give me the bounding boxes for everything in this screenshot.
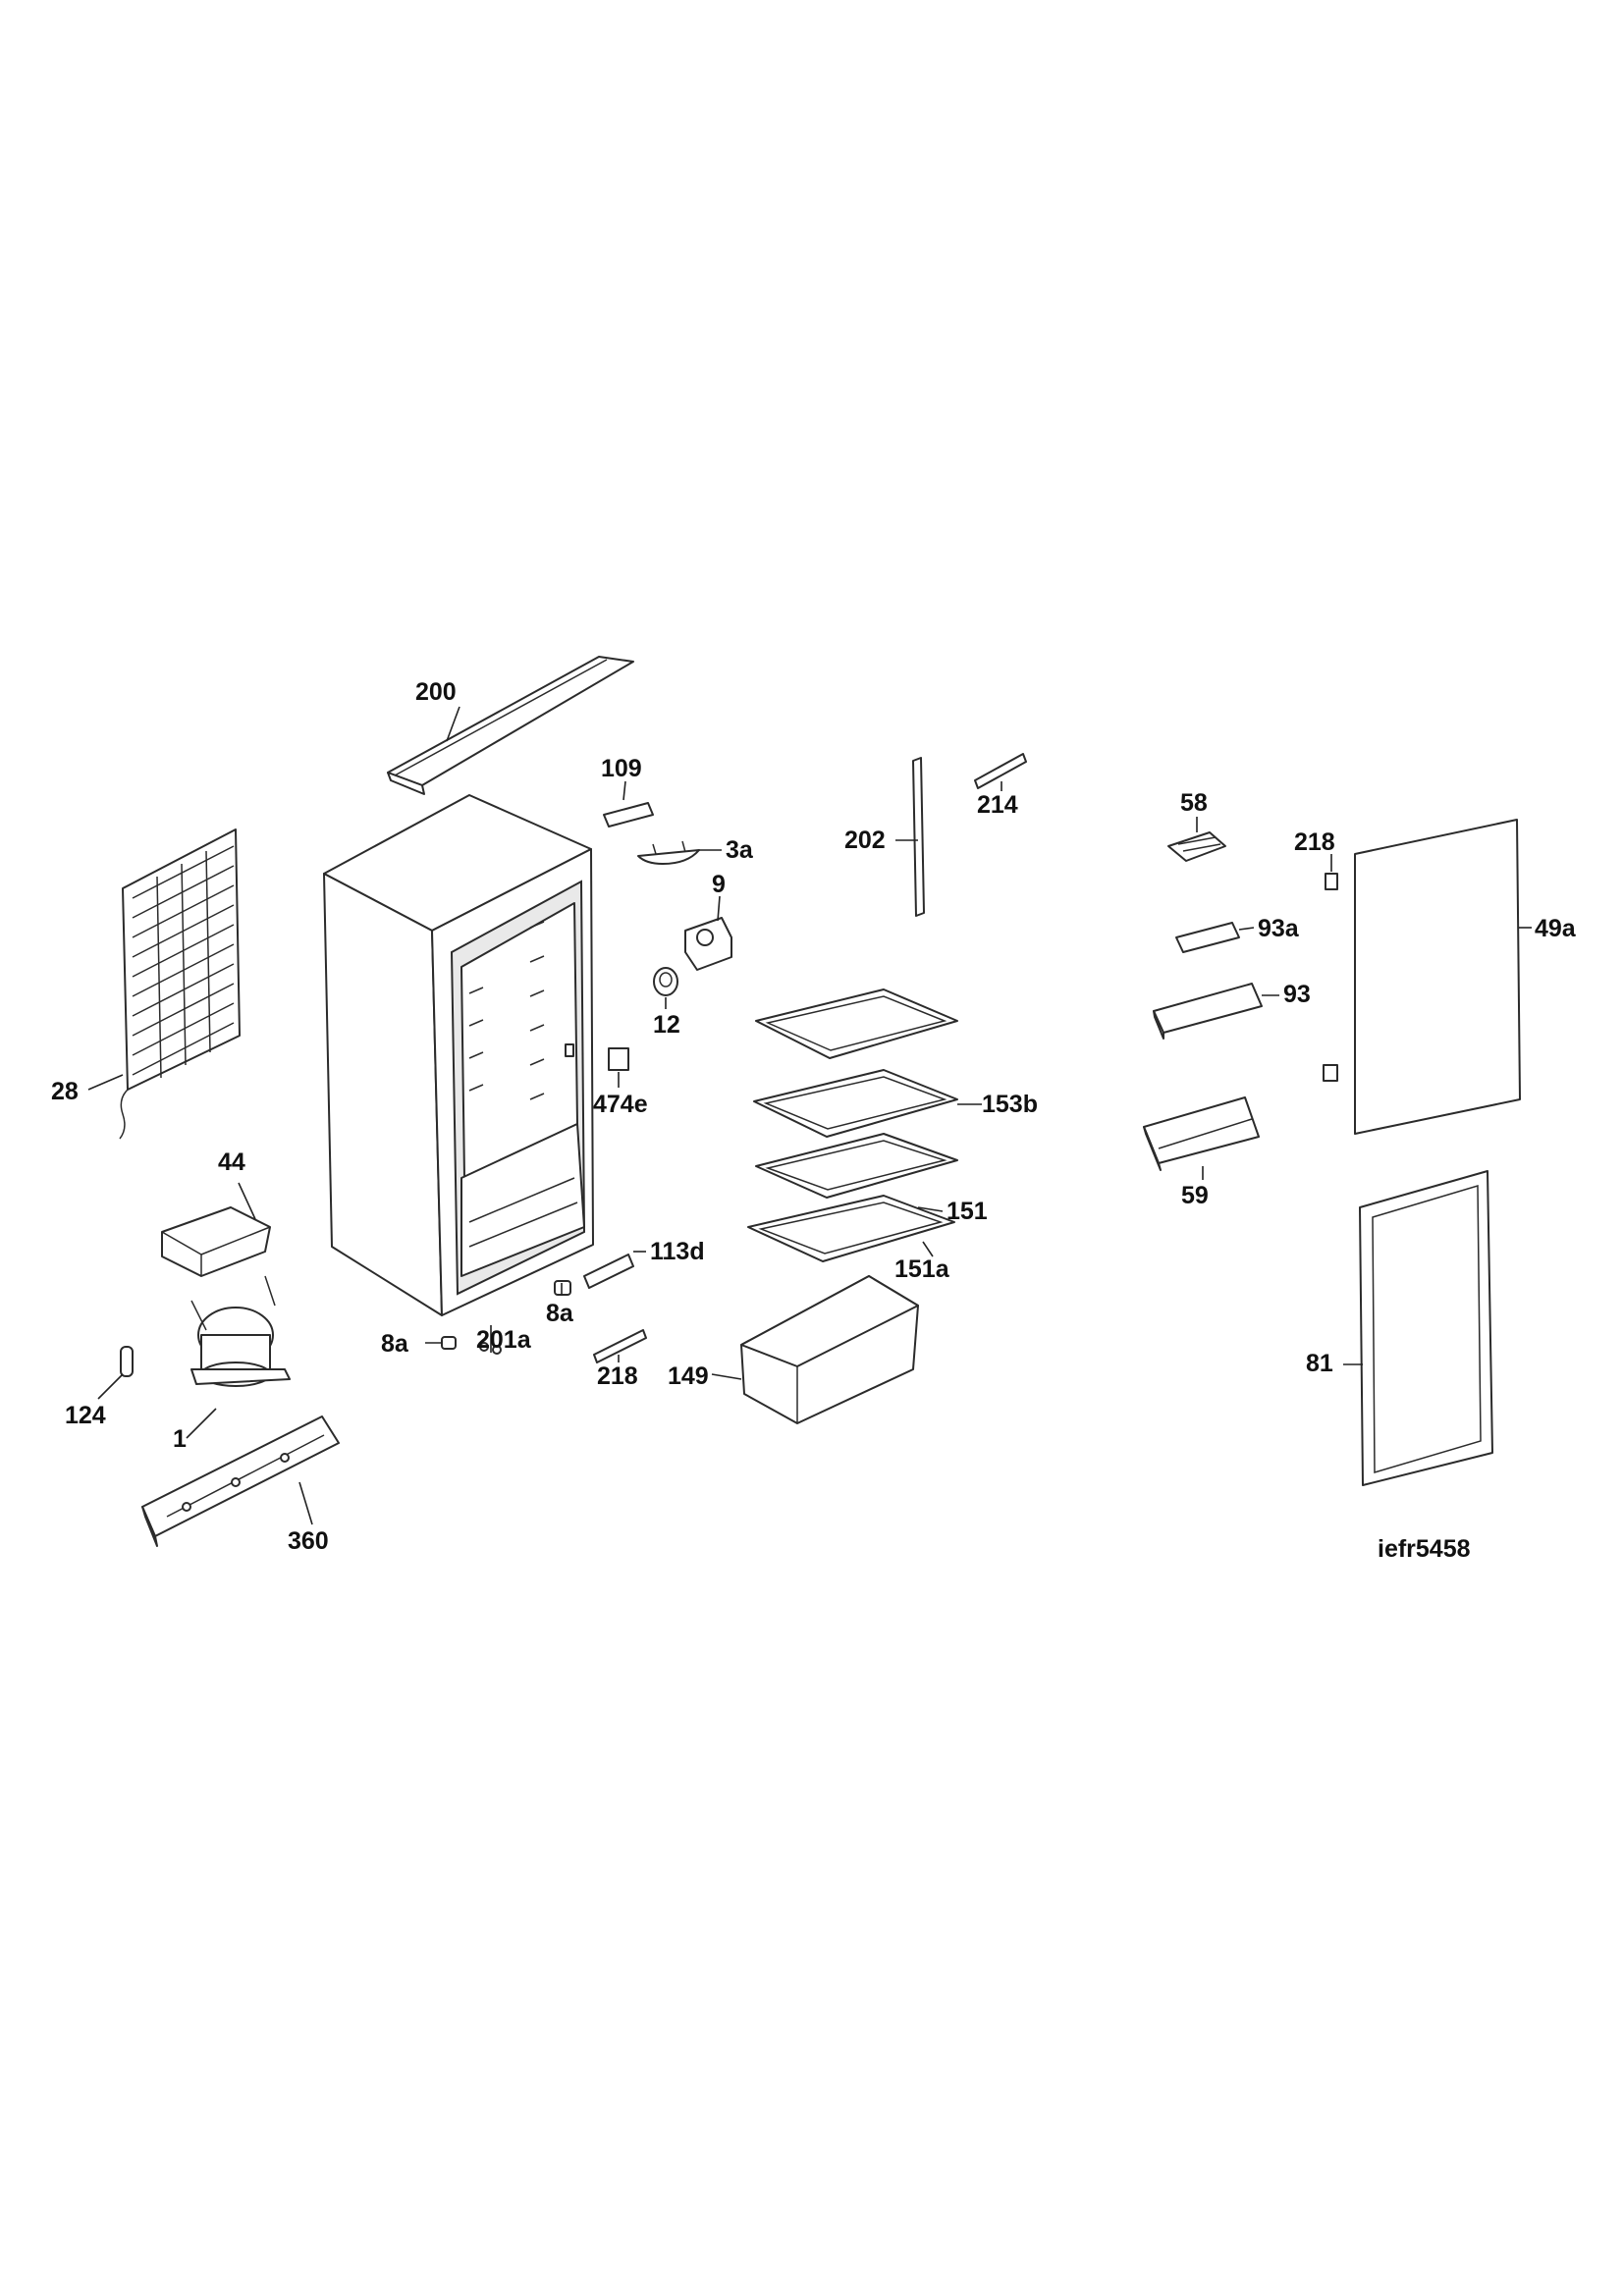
label-81: 81: [1306, 1350, 1333, 1377]
label-153b: 153b: [982, 1091, 1038, 1118]
part-200-top-cover: [387, 656, 634, 795]
cabinet-body: [323, 794, 594, 1316]
label-59: 59: [1181, 1182, 1209, 1209]
part-109-lamp-cover: [603, 802, 654, 828]
part-81-door-gasket: [1359, 1170, 1493, 1486]
part-218-top-hinge: [1323, 873, 1338, 1082]
label-474e: 474e: [593, 1091, 648, 1118]
part-9-thermostat: [684, 917, 732, 971]
drawing-code: iefr5458: [1378, 1535, 1471, 1563]
part-93-rack: [1153, 983, 1263, 1040]
label-360: 360: [288, 1527, 329, 1555]
part-113d-bracket: [583, 1254, 634, 1289]
part-3a-bracket: [637, 840, 700, 865]
label-93: 93: [1283, 981, 1311, 1008]
part-149-crisper: [740, 1275, 919, 1424]
label-1: 1: [173, 1425, 187, 1453]
label-49a: 49a: [1535, 915, 1577, 942]
label-109: 109: [601, 755, 642, 782]
part-59-bottle-rack: [1143, 1096, 1260, 1171]
label-218-top: 218: [1294, 828, 1335, 856]
label-151a: 151a: [894, 1255, 950, 1283]
label-28: 28: [51, 1078, 79, 1105]
part-58-grille: [1167, 831, 1226, 862]
part-124-relay: [120, 1346, 134, 1377]
label-58: 58: [1180, 789, 1208, 817]
label-218-bottom: 218: [597, 1362, 638, 1390]
part-49a-door: [1354, 819, 1521, 1135]
label-124: 124: [65, 1402, 106, 1429]
label-201a: 201a: [476, 1326, 532, 1354]
shelf-supports: [468, 921, 545, 1100]
part-8a-left-foot: [441, 1336, 457, 1350]
part-1-compressor: [190, 1275, 291, 1387]
label-44: 44: [218, 1148, 245, 1176]
label-151: 151: [947, 1198, 988, 1225]
part-360-base-plate: [141, 1415, 340, 1547]
label-93a: 93a: [1258, 915, 1300, 942]
part-93a-small-rack: [1175, 922, 1240, 953]
part-474e-lamp-socket: [608, 1047, 629, 1071]
part-214-hinge: [974, 753, 1027, 789]
label-202: 202: [844, 827, 886, 854]
part-201a-screws: [479, 1342, 502, 1355]
leader-lines: [87, 706, 1532, 1525]
label-12: 12: [653, 1011, 680, 1039]
part-202-strip: [912, 757, 925, 917]
label-3a: 3a: [726, 836, 754, 864]
label-149: 149: [668, 1362, 709, 1390]
label-8a-left: 8a: [381, 1330, 409, 1358]
part-8a-right-foot: [554, 1280, 571, 1296]
label-200: 200: [415, 678, 457, 706]
part-12-knob: [653, 967, 678, 996]
part-44-bracket: [161, 1206, 271, 1277]
part-labels: 200 109 3a 9 12 474e 202 214 58 218 49a …: [51, 678, 1577, 1555]
label-8a-right: 8a: [546, 1300, 574, 1327]
label-113d: 113d: [650, 1238, 705, 1265]
part-28-condenser: [119, 828, 241, 1140]
part-218-bottom-hinge: [593, 1329, 647, 1363]
label-9: 9: [712, 871, 726, 898]
glass-shelves: [747, 988, 958, 1262]
label-214: 214: [977, 791, 1018, 819]
